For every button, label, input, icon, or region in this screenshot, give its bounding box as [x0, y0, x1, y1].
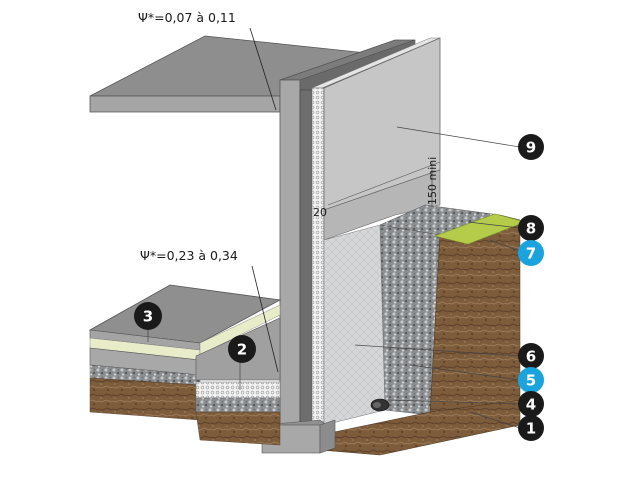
drainage-gravel [379, 204, 501, 416]
callout-1: 1 [518, 415, 544, 441]
dim-offset-label: 20 [313, 206, 327, 219]
leader-lines [147, 126, 521, 429]
psi-lower-leader [251, 265, 279, 373]
svg-text:4: 4 [526, 396, 536, 414]
soil-block [429, 213, 526, 416]
drain-pipe [370, 398, 390, 412]
svg-text:6: 6 [526, 348, 536, 366]
callout-9: 9 [518, 134, 544, 160]
dim-height-label: 150 mini [426, 157, 439, 205]
under-slab-insulation [195, 265, 281, 446]
dimension-150: 150 mini 20 [313, 157, 439, 219]
callout-6: 6 [518, 343, 544, 369]
svg-text:2: 2 [237, 341, 247, 359]
callout-8: 8 [518, 215, 544, 241]
svg-text:5: 5 [526, 372, 536, 390]
svg-text:8: 8 [526, 220, 536, 238]
lower-floor-slab [88, 284, 282, 421]
callout-2: 2 [228, 335, 256, 363]
xps-insulation [323, 224, 386, 426]
callout-3: 3 [134, 302, 162, 330]
svg-text:3: 3 [143, 308, 153, 326]
svg-text:7: 7 [526, 245, 536, 263]
svg-text:1: 1 [526, 420, 536, 438]
callout-4: 4 [518, 391, 544, 417]
psi-upper-leader [249, 27, 277, 111]
psi-upper-label: Ψ*=0,07 à 0,11 [138, 10, 236, 25]
svg-text:9: 9 [526, 139, 536, 157]
callout-7: 7 [518, 240, 544, 266]
callout-5: 5 [518, 367, 544, 393]
psi-lower-label: Ψ*=0,23 à 0,34 [140, 248, 238, 263]
